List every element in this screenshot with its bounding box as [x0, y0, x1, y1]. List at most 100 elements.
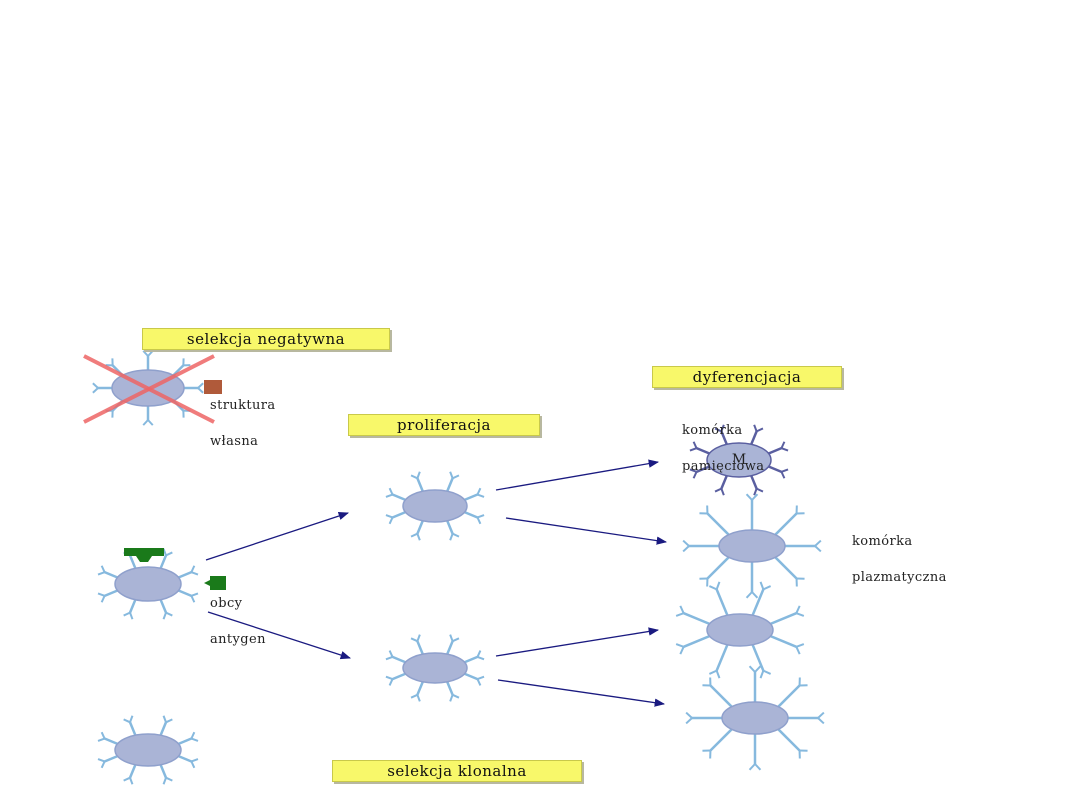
- receptor-arm: [191, 592, 199, 597]
- receptor-arm: [165, 611, 173, 617]
- receptor-stem: [392, 493, 406, 502]
- receptor-arm: [715, 581, 721, 590]
- receptor-arm: [795, 605, 801, 614]
- receptor-arm: [449, 471, 454, 479]
- receptor-arm: [449, 533, 454, 541]
- receptor-arm: [449, 634, 454, 642]
- receptor-stem: [768, 446, 782, 455]
- plasma-cell-note-line1: komórka: [852, 534, 913, 549]
- receptor-stem: [446, 681, 454, 696]
- receptor-arm: [720, 424, 725, 432]
- receptor-arm: [385, 493, 393, 498]
- cell-body: [402, 489, 468, 523]
- receptor-arm: [756, 427, 764, 433]
- memory-cell-note-line1: komórka: [682, 423, 743, 438]
- receptor-arm: [714, 487, 722, 493]
- differentiation-label: dyferencjacja: [652, 366, 842, 388]
- receptor-arm: [751, 591, 759, 599]
- receptor-arm: [452, 637, 460, 643]
- memory-cell: [689, 424, 789, 496]
- receptor-arm: [756, 487, 764, 493]
- receptor-stem: [777, 728, 801, 752]
- naive-lymphocyte: [97, 715, 199, 785]
- receptor-arm: [410, 474, 418, 480]
- receptor-arm: [416, 533, 421, 541]
- cell-body: [114, 733, 182, 767]
- receptor-arm: [720, 488, 725, 496]
- proliferating-cell-lower: [385, 634, 485, 702]
- receptor-arm: [416, 471, 421, 479]
- receptor-arm: [385, 514, 393, 519]
- receptor-arm: [745, 493, 753, 501]
- receptor-arm: [142, 419, 149, 426]
- receptor-stem: [720, 430, 728, 445]
- receptor-arm: [692, 441, 698, 449]
- receptor-stem: [416, 681, 424, 696]
- receptor-arm: [476, 487, 482, 495]
- receptor-stem: [392, 672, 406, 681]
- plasma-cell-note-line2: plazmatyczna: [852, 570, 947, 585]
- receptor-stem: [706, 512, 730, 536]
- receptor-arm: [191, 737, 199, 742]
- receptor-arm: [416, 694, 421, 702]
- receptor-stem: [709, 728, 733, 752]
- receptor-arm: [165, 718, 173, 724]
- receptor-arm: [477, 655, 485, 661]
- receptor-arm: [100, 761, 106, 769]
- receptor-arm: [191, 758, 199, 763]
- receptor-stem: [446, 640, 454, 655]
- memory-cell-note-line2: pamięciowa: [682, 459, 765, 474]
- plasma-cell-1: [682, 493, 822, 599]
- receptor-stem: [751, 644, 765, 672]
- receptor-stem: [777, 684, 801, 708]
- receptor-stem: [104, 589, 118, 598]
- receptor-arm: [388, 487, 394, 495]
- arrow-to-plasma-cell-1: [505, 517, 668, 545]
- receptor-arm: [97, 571, 105, 576]
- receptor-stem: [446, 477, 454, 492]
- receptor-arm: [97, 758, 105, 763]
- arrow-to-plasma-cell-3: [497, 679, 666, 707]
- self-structure-note: struktura własna: [210, 376, 276, 460]
- cell-body: [706, 442, 772, 478]
- receptor-stem: [159, 764, 168, 779]
- receptor-stem: [446, 520, 454, 535]
- foreign-antigen-top: [124, 548, 164, 562]
- receptor-arm: [781, 468, 789, 473]
- receptor-arm: [708, 669, 718, 675]
- receptor-stem: [706, 556, 730, 580]
- memory-cell-letter: M: [732, 452, 746, 468]
- receptor-stem: [128, 764, 137, 779]
- receptor-arm: [191, 571, 199, 576]
- self-structure-note-line2: własna: [210, 434, 259, 449]
- receptor-stem: [178, 589, 192, 598]
- receptor-stem: [128, 554, 137, 569]
- receptor-arm: [682, 545, 690, 553]
- cell-body: [114, 566, 182, 602]
- plasma-cell-3: [685, 665, 825, 771]
- receptor-arm: [679, 605, 685, 614]
- receptor-arm: [759, 581, 765, 590]
- receptor-arm: [97, 592, 105, 597]
- receptor-arm: [129, 777, 134, 785]
- receptor-arm: [708, 585, 718, 591]
- receptor-arm: [97, 737, 105, 742]
- receptor-arm: [476, 517, 482, 525]
- receptor-arm: [385, 655, 393, 661]
- receptor-stem: [178, 754, 192, 763]
- receptor-arm: [796, 612, 805, 617]
- receptor-stem: [770, 612, 797, 626]
- arrow-to-proliferation-upper: [205, 511, 349, 561]
- receptor-arm: [388, 678, 394, 686]
- receptor-arm: [162, 612, 167, 620]
- receptor-arm: [147, 350, 154, 357]
- receptor-stem: [696, 465, 710, 474]
- receptor-arm: [817, 717, 825, 725]
- receptor-arm: [762, 669, 772, 675]
- receptor-stem: [774, 556, 798, 580]
- foreign-antigen-note-line1: obcy: [210, 596, 243, 611]
- receptor-arm: [754, 665, 762, 673]
- receptor-arm: [780, 471, 786, 479]
- receptor-arm: [477, 493, 485, 498]
